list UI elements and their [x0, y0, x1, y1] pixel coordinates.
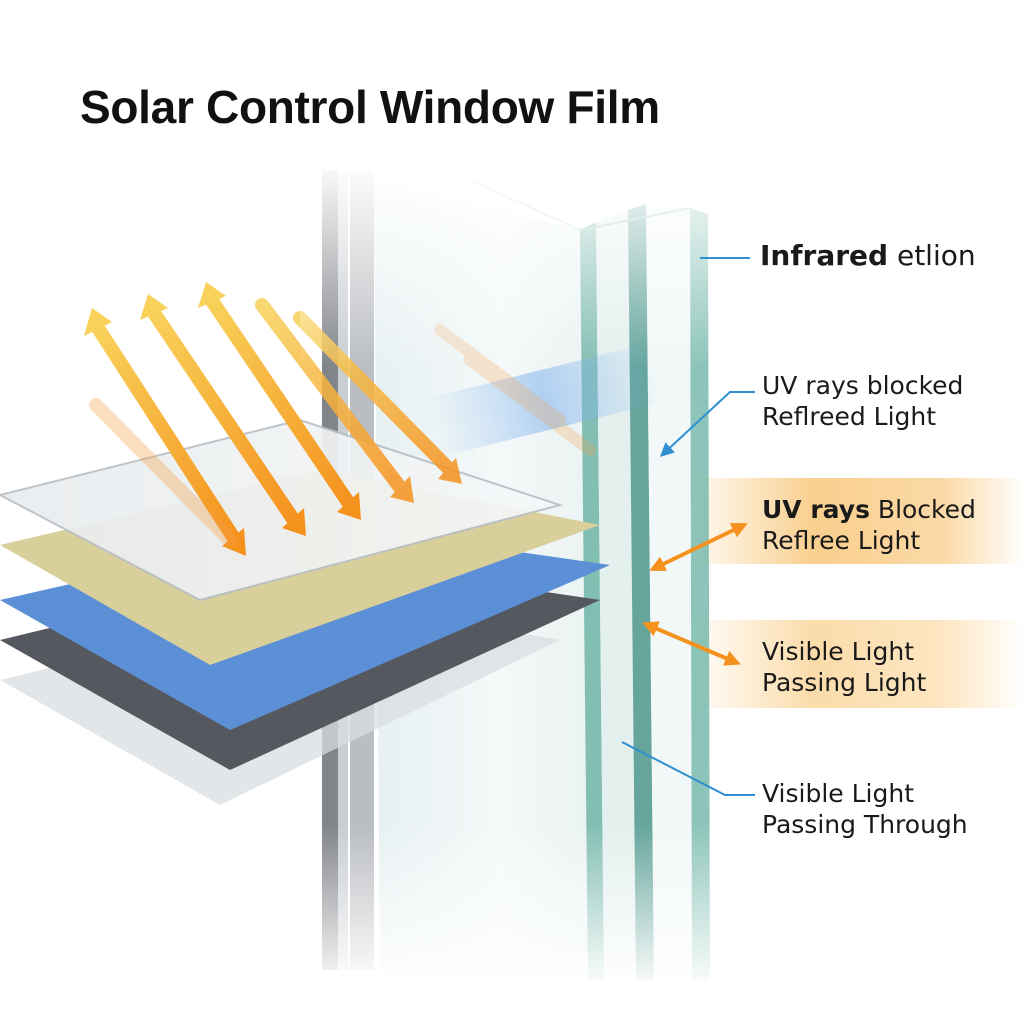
label-visible-passing-line2: Passing Light: [762, 668, 927, 697]
double-headed-arrow-icon: [649, 522, 748, 572]
arrow-down-right-icon: [84, 308, 246, 556]
label-uv-blocked-line2: Reflree Light: [762, 526, 921, 555]
label-uv-blocked: UV rays Blocked Reflree Light: [762, 494, 976, 556]
double-headed-arrow-icon: [642, 621, 741, 666]
label-uv-reflected: UV rays blocked Reflreed Light: [762, 370, 963, 432]
leader-lines: [621, 257, 755, 796]
fade-overlay: [300, 160, 730, 990]
label-uv-blocked-bold: UV rays: [762, 495, 870, 524]
label-visible-passing-line1: Visible Light: [762, 637, 915, 666]
label-uv-reflected-line2: Reflreed Light: [762, 402, 937, 431]
label-uv-reflected-line1: UV rays blocked: [762, 371, 964, 400]
diagram-title: Solar Control Window Film: [80, 81, 660, 133]
arrow-down-right-icon: [89, 398, 237, 547]
uv-reflected-leader: [659, 391, 755, 457]
uv-band-highlight: [700, 478, 1024, 564]
visible-through-leader: [621, 741, 755, 796]
label-infrared-bold: Infrared: [760, 239, 889, 272]
label-infrared-rest: etlion: [888, 239, 976, 272]
label-visible-through-line2: Passing Through: [762, 810, 968, 839]
label-visible-through-line1: Visible Light: [762, 779, 915, 808]
label-visible-through: Visible Light Passing Through: [762, 778, 968, 840]
label-visible-passing: Visible Light Passing Light: [762, 636, 926, 698]
label-uv-blocked-rest: Blocked: [869, 495, 976, 524]
visible-band-highlight: [700, 620, 1024, 708]
label-infrared: Infrared etlion: [760, 240, 976, 271]
